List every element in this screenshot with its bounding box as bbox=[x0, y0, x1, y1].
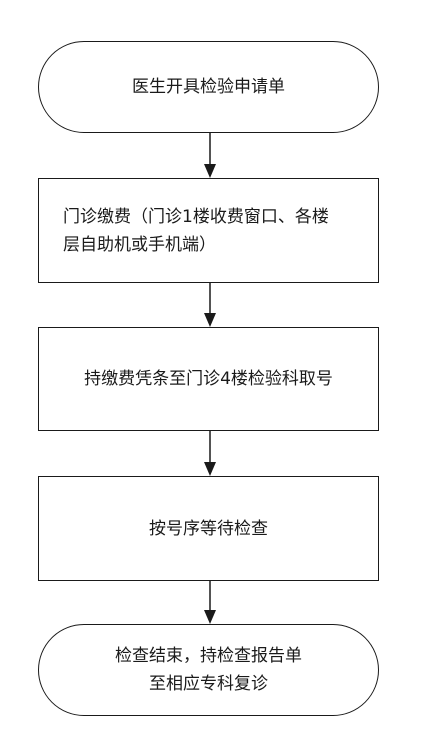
node-ticket-text: 持缴费凭条至门诊4楼检验科取号 bbox=[84, 369, 333, 389]
node-start-text: 医生开具检验申请单 bbox=[132, 77, 285, 97]
node-pay-text-line-2: 层自助机或手机端） bbox=[63, 234, 216, 255]
node-start: 医生开具检验申请单 bbox=[38, 41, 379, 133]
node-pay-text-line-1: 门诊缴费（门诊1楼收费窗口、各楼 bbox=[63, 206, 329, 227]
node-end-text-line-1: 检查结束，持检查报告单 bbox=[115, 646, 302, 666]
node-ticket: 持缴费凭条至门诊4楼检验科取号 bbox=[38, 327, 379, 431]
node-wait-text: 按号序等待检查 bbox=[149, 518, 268, 539]
arrow-wait-to-end bbox=[204, 581, 216, 624]
node-end: 检查结束，持检查报告单 至相应专科复诊 bbox=[38, 624, 379, 716]
node-wait: 按号序等待检查 bbox=[38, 476, 379, 581]
node-pay: 门诊缴费（门诊1楼收费窗口、各楼 层自助机或手机端） bbox=[38, 178, 379, 283]
node-end-text-line-2: 至相应专科复诊 bbox=[149, 674, 268, 694]
arrow-ticket-to-wait bbox=[204, 431, 216, 476]
arrow-pay-to-ticket bbox=[204, 283, 216, 327]
arrow-start-to-pay bbox=[204, 133, 216, 178]
